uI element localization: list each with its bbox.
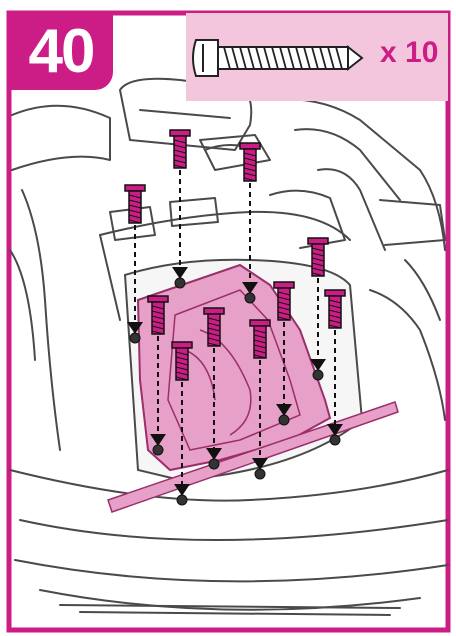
screw-marker <box>204 308 224 469</box>
screw-marker <box>325 290 345 445</box>
screw-marker <box>172 342 192 505</box>
screw-marker <box>250 320 270 479</box>
screw-marker <box>148 296 168 455</box>
screw-marker <box>170 130 190 288</box>
screw-marker <box>240 143 260 303</box>
screw-marker <box>308 238 328 380</box>
screw-marker <box>274 282 294 425</box>
screw-marker <box>125 185 145 343</box>
